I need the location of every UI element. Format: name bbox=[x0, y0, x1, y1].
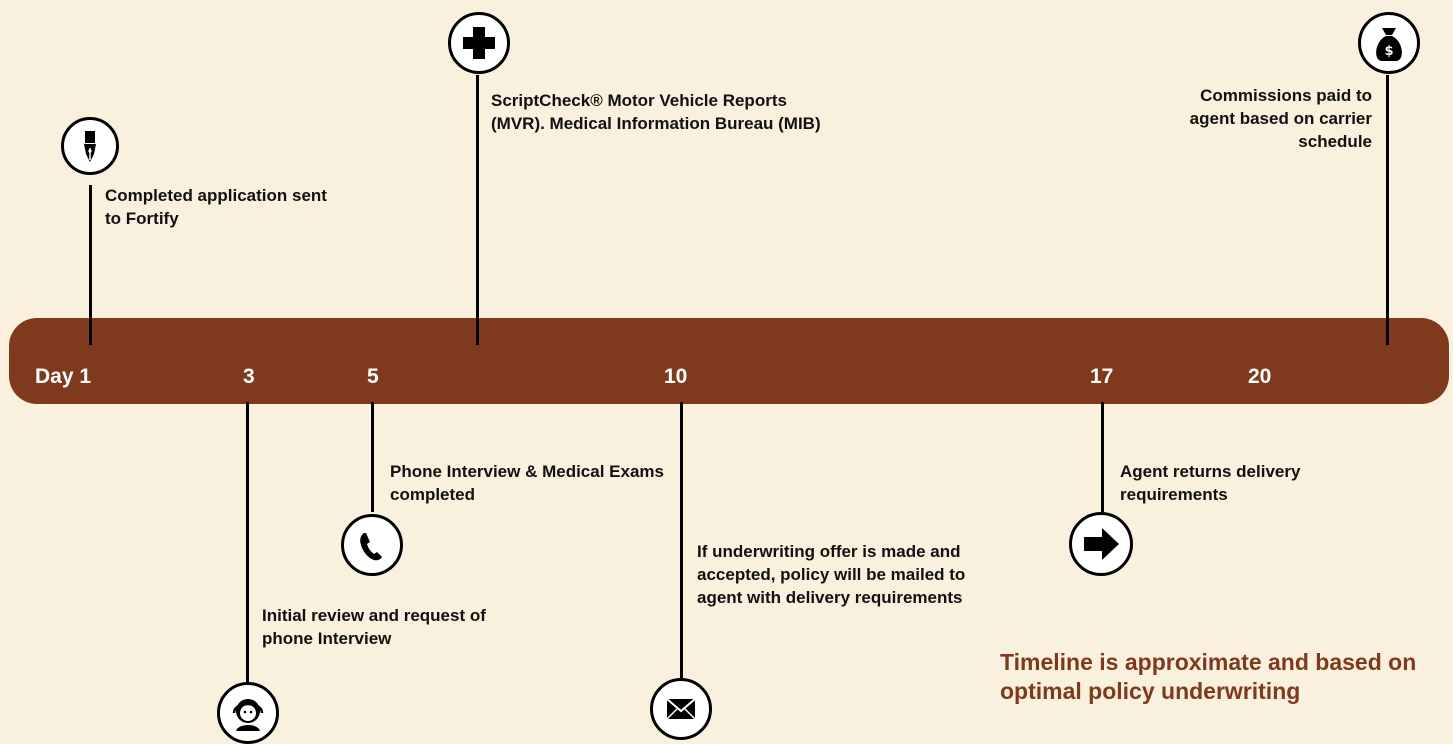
event-label-commissions: Commissions paid to agent based on carri… bbox=[1189, 86, 1372, 151]
day-label-1: Day 1 bbox=[35, 365, 92, 388]
timeline-bar bbox=[9, 318, 1449, 404]
connector-line bbox=[246, 402, 249, 682]
phone-icon bbox=[341, 514, 403, 576]
day-label-10: 10 bbox=[664, 365, 688, 388]
medical-cross-icon bbox=[448, 12, 510, 74]
day-label-20: 20 bbox=[1248, 365, 1272, 388]
connector-line bbox=[89, 185, 92, 345]
arrow-right-icon bbox=[1069, 512, 1133, 576]
envelope-icon bbox=[650, 678, 712, 740]
pen-nib-icon bbox=[61, 117, 119, 175]
event-label-scriptcheck: ScriptCheck® Motor Vehicle Reports (MVR)… bbox=[491, 91, 821, 133]
connector-line bbox=[1101, 402, 1104, 512]
connector-line bbox=[371, 402, 374, 512]
event-label-underwriting-offer: If underwriting offer is made and accept… bbox=[697, 542, 966, 607]
event-label-application: Completed application sent to Fortify bbox=[105, 186, 327, 228]
day-label-17: 17 bbox=[1090, 365, 1114, 388]
event-label-initial-review: Initial review and request of phone Inte… bbox=[262, 606, 486, 648]
connector-line bbox=[1386, 75, 1389, 345]
headset-agent-icon bbox=[217, 682, 279, 744]
connector-line bbox=[476, 75, 479, 345]
event-label-phone-interview: Phone Interview & Medical Exams complete… bbox=[390, 462, 664, 504]
connector-line bbox=[680, 402, 683, 678]
money-bag-icon: $ bbox=[1358, 12, 1420, 74]
event-label-agent-returns: Agent returns delivery requirements bbox=[1120, 462, 1301, 504]
timeline-note: Timeline is approximate and based on opt… bbox=[1000, 649, 1417, 704]
day-label-5: 5 bbox=[367, 365, 379, 388]
svg-text:$: $ bbox=[1384, 44, 1393, 59]
day-label-3: 3 bbox=[243, 365, 255, 388]
